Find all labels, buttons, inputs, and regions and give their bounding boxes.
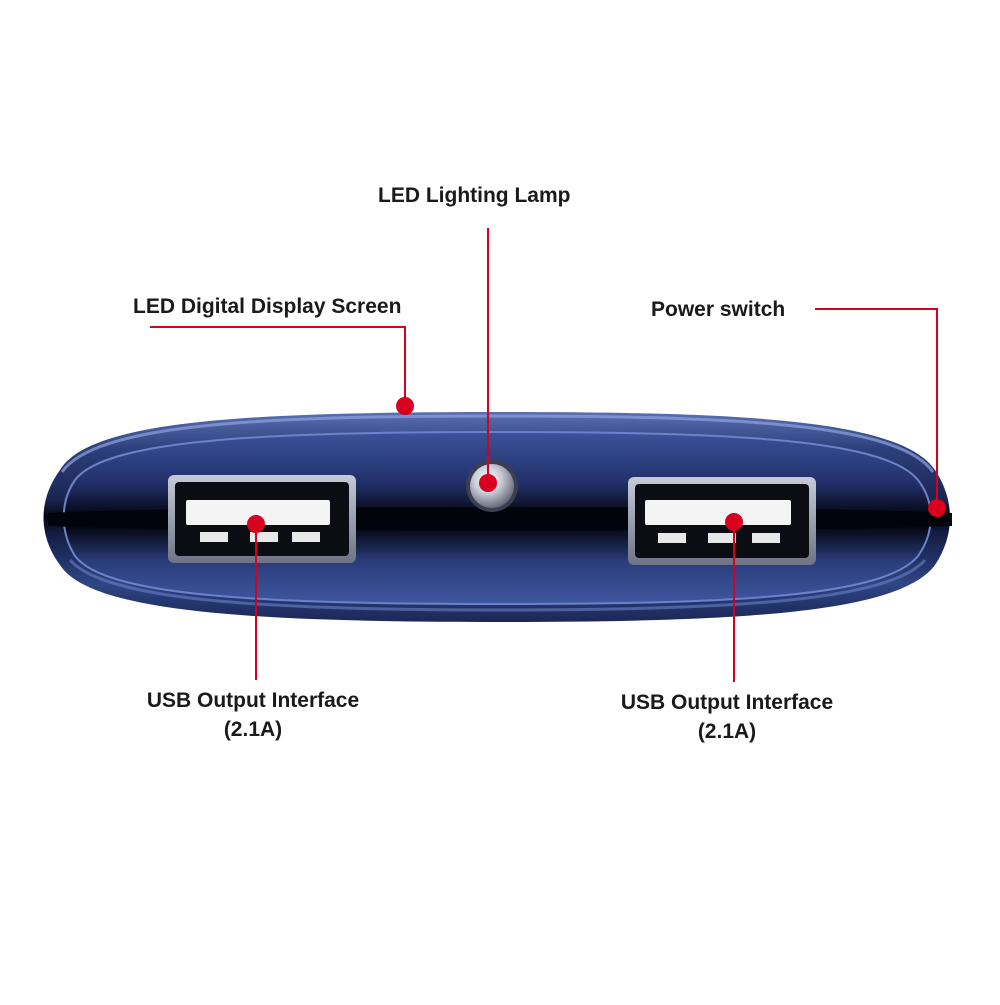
label-led-digital-display-screen: LED Digital Display Screen [133, 295, 402, 318]
label-usb-left-line2: (2.1A) [223, 718, 283, 741]
label-usb-left-line1: USB Output Interface [146, 689, 360, 712]
dot-display-screen [396, 397, 414, 415]
callout-dots [247, 397, 946, 533]
dot-usb-left [247, 515, 265, 533]
label-usb-right-line2: (2.1A) [697, 720, 757, 743]
dot-power-switch [928, 499, 946, 517]
label-power-switch: Power switch [651, 298, 786, 321]
dot-led-lamp [479, 474, 497, 492]
usb-port-right [628, 477, 816, 565]
callout-lines [150, 228, 938, 682]
label-usb-output-left: USB Output Interface (2.1A) [128, 686, 378, 744]
label-led-lighting-lamp: LED Lighting Lamp [378, 184, 571, 207]
label-usb-output-right: USB Output Interface (2.1A) [602, 688, 852, 746]
label-usb-right-line1: USB Output Interface [620, 691, 834, 714]
dot-usb-right [725, 513, 743, 531]
